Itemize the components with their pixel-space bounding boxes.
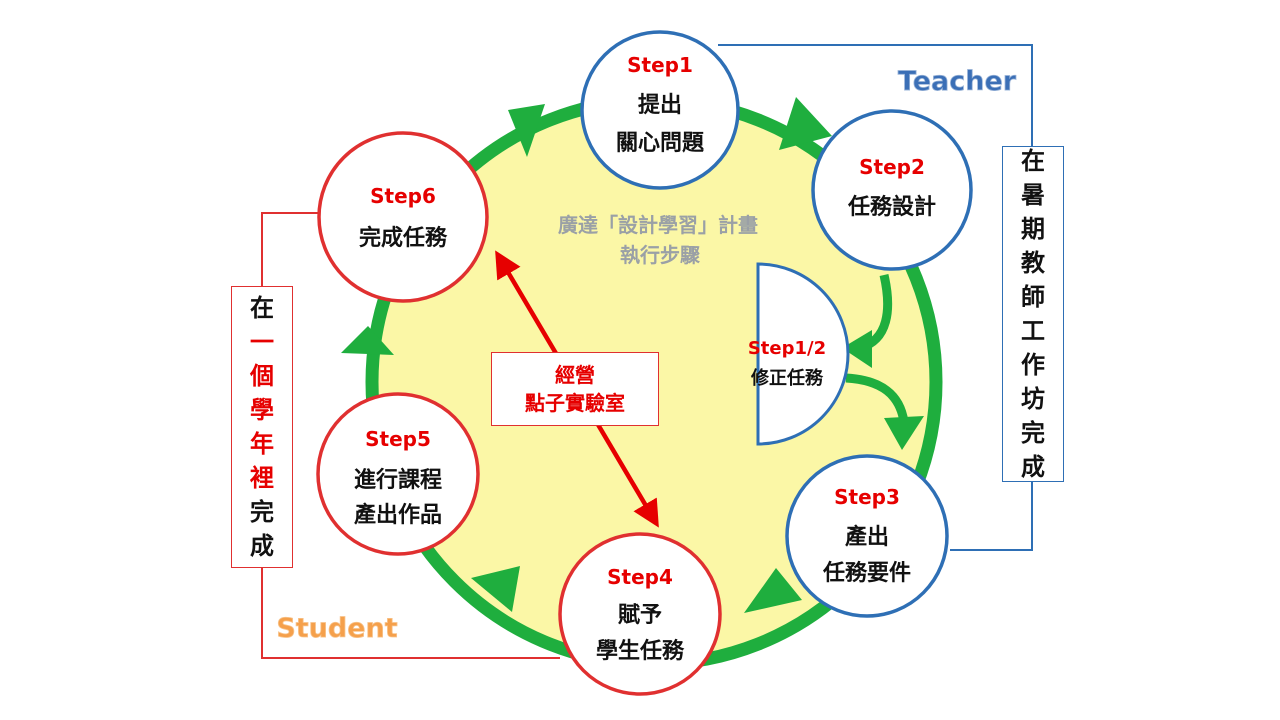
teacher-box-char: 成 <box>1021 453 1045 481</box>
step1-label: Step1 <box>627 53 693 77</box>
step5-node: Step5 進行課程 產出作品 <box>316 392 480 556</box>
student-box-char: 一 <box>250 328 274 356</box>
step2-label: Step2 <box>859 155 925 179</box>
center-title-line1: 廣達「設計學習」計畫 <box>558 213 758 237</box>
student-box-char: 年 <box>250 430 274 458</box>
step4-line1: 賦予 <box>618 603 662 628</box>
student-box-char: 在 <box>250 294 274 322</box>
ring-arrow-left <box>341 326 394 355</box>
teacher-connector-line-bottom <box>950 482 1033 551</box>
idea-lab-line1: 經營 <box>555 363 595 387</box>
teacher-box-char: 工 <box>1021 317 1045 345</box>
step3-line2: 任務要件 <box>822 560 911 586</box>
step1-line1: 提出 <box>638 92 682 118</box>
revise-arrow-out-head <box>884 416 924 450</box>
step2-line1: 任務設計 <box>847 194 936 220</box>
teacher-box-char: 完 <box>1021 419 1045 447</box>
step5-label: Step5 <box>365 427 431 451</box>
step5-line2: 產出作品 <box>354 502 442 528</box>
ring-arrow-top-right <box>779 97 832 150</box>
step4-line2: 學生任務 <box>596 638 685 664</box>
teacher-connector-line <box>718 44 1033 146</box>
step3-line1: 產出 <box>845 524 889 550</box>
student-box-char: 學 <box>250 396 274 424</box>
step12-text: 修正任務 <box>750 367 824 389</box>
step6-label: Step6 <box>370 184 436 208</box>
teacher-label: Teacher <box>898 66 1017 97</box>
student-box-char: 成 <box>250 532 274 560</box>
step1-line2: 關心問題 <box>616 131 705 156</box>
ring-arrow-bottom-left <box>471 566 520 612</box>
ring-arrow-top-left <box>508 104 545 157</box>
student-connector-line-bottom <box>261 568 560 659</box>
student-box-char: 完 <box>250 498 274 526</box>
step4-node: Step4 賦予 學生任務 <box>558 532 722 696</box>
step3-node: Step3 產出 任務要件 <box>785 454 949 618</box>
teacher-box-char: 暑 <box>1021 181 1045 209</box>
step1-node: Step1 提出 關心問題 <box>580 30 740 190</box>
student-label: Student <box>276 613 397 644</box>
teacher-box-char: 在 <box>1021 147 1045 175</box>
student-school-year-box: 在一個學年裡完成 <box>231 286 293 568</box>
teacher-box-char: 作 <box>1021 351 1045 379</box>
step5-line1: 進行課程 <box>354 467 442 493</box>
step12-half-circle <box>756 262 850 446</box>
revise-arrow-in-head <box>842 330 872 368</box>
student-connector-line <box>261 212 322 286</box>
ring-arrow-bottom-right <box>744 568 802 613</box>
teacher-box-char: 期 <box>1021 215 1045 243</box>
step4-label: Step4 <box>607 565 673 589</box>
teacher-box-char: 教 <box>1021 249 1045 277</box>
step12-label: Step1/2 <box>748 338 826 359</box>
idea-lab-line2: 點子實驗室 <box>525 391 625 415</box>
center-title-line2: 執行步驟 <box>620 243 701 267</box>
step6-node: Step6 完成任務 <box>317 131 489 303</box>
teacher-workshop-box: 在暑期教師工作坊完成 <box>1002 146 1064 482</box>
student-box-char: 裡 <box>250 464 274 492</box>
step2-node: Step2 任務設計 <box>811 109 973 271</box>
step6-line1: 完成任務 <box>359 225 448 251</box>
step3-label: Step3 <box>834 485 900 509</box>
idea-lab-box: 經營 點子實驗室 <box>491 352 659 426</box>
teacher-box-char: 坊 <box>1021 385 1045 413</box>
revise-arrow-out <box>845 373 909 423</box>
student-box-char: 個 <box>250 362 274 390</box>
teacher-box-char: 師 <box>1021 283 1045 311</box>
